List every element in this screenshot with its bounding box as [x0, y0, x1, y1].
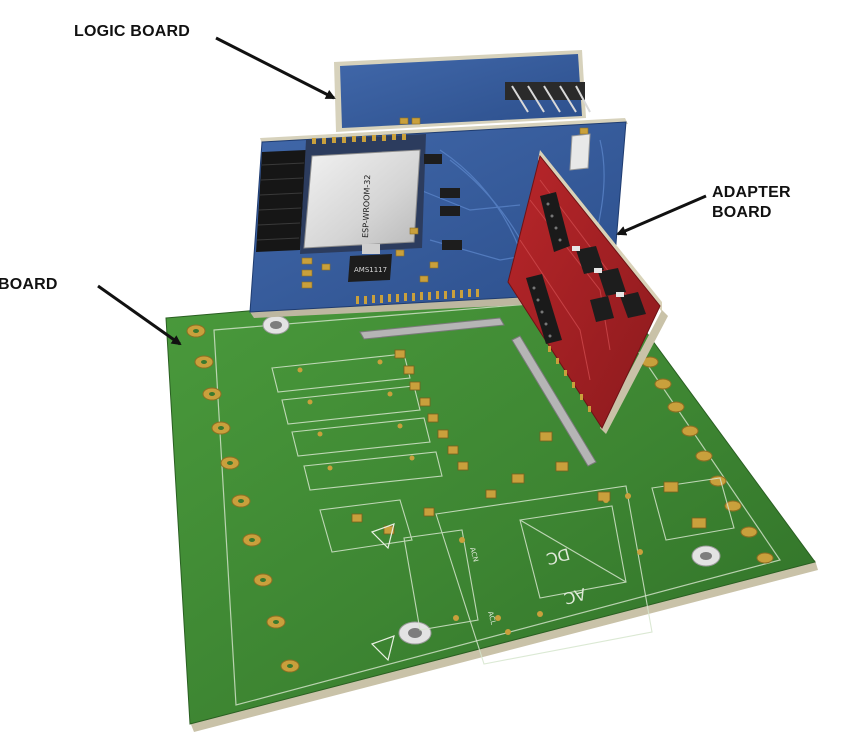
main-board-mounting-holes: [262, 315, 721, 645]
adapter-board-edge-pins: [548, 346, 591, 412]
main-board-warning-triangles: [370, 523, 395, 662]
main-board-smd-components: [351, 349, 707, 535]
logic-board-pin-header: [505, 82, 591, 113]
logic-board-smd-components: [301, 117, 589, 289]
adapter-board-side: [600, 310, 668, 434]
adapter-board-chips: [572, 246, 646, 322]
adapter-board-label-line1: ADAPTER: [712, 184, 791, 201]
adapter-board-header-pins: [532, 202, 562, 338]
logic-board-back-surface: [340, 54, 582, 128]
logic-board-arrow-icon: [215, 36, 336, 100]
logic-board-side-connector-ribs: [256, 162, 305, 241]
adapter-board-arrow-icon: [616, 194, 707, 236]
main-board-surface: [165, 279, 816, 725]
logic-board-label: LOGIC BOARD: [74, 22, 190, 42]
logic-board-button: [569, 133, 591, 171]
regulator-label: AMS1117: [354, 266, 387, 274]
regulator-chip: [348, 254, 392, 282]
esp-module-label: ESP-WROOM-32: [361, 174, 372, 238]
main-board-arrow-icon: [97, 284, 182, 346]
main-board-channel-outlines: [271, 353, 735, 665]
main-board-label-text: BOARD: [0, 276, 58, 293]
main-board: DC AC ACN ACL: [165, 279, 818, 732]
main-board-vias: [297, 359, 643, 635]
main-board-edge: [190, 560, 818, 732]
adapter-board: [507, 150, 668, 434]
adapter-board-header-bottom: [526, 274, 562, 344]
esp-module-shield: [303, 149, 421, 249]
regulator-tab: [362, 244, 380, 254]
main-board-left-pad-holes: [193, 329, 293, 668]
esp-module-castellations: [312, 134, 406, 144]
logic-board-side-connector: [256, 150, 306, 252]
main-board-socket-strip-top: [359, 317, 505, 340]
adapter-board-label-line2: BOARD: [712, 204, 772, 221]
adapter-board-label: ADAPTER BOARD: [712, 183, 791, 223]
logic-board-edge-pins: [356, 289, 479, 304]
main-board-socket-strip-diagonal: [511, 335, 597, 467]
acl-label: ACL: [486, 610, 497, 625]
main-board-label: BOARD: [0, 275, 58, 295]
logic-board-transistors: [424, 154, 462, 250]
adapter-board-surface: [507, 154, 661, 430]
adapter-board-header-top: [540, 192, 570, 252]
acn-label: ACN: [468, 546, 480, 562]
main-board-silkscreen-outline: [213, 297, 781, 706]
logic-board-label-text: LOGIC BOARD: [74, 23, 190, 40]
